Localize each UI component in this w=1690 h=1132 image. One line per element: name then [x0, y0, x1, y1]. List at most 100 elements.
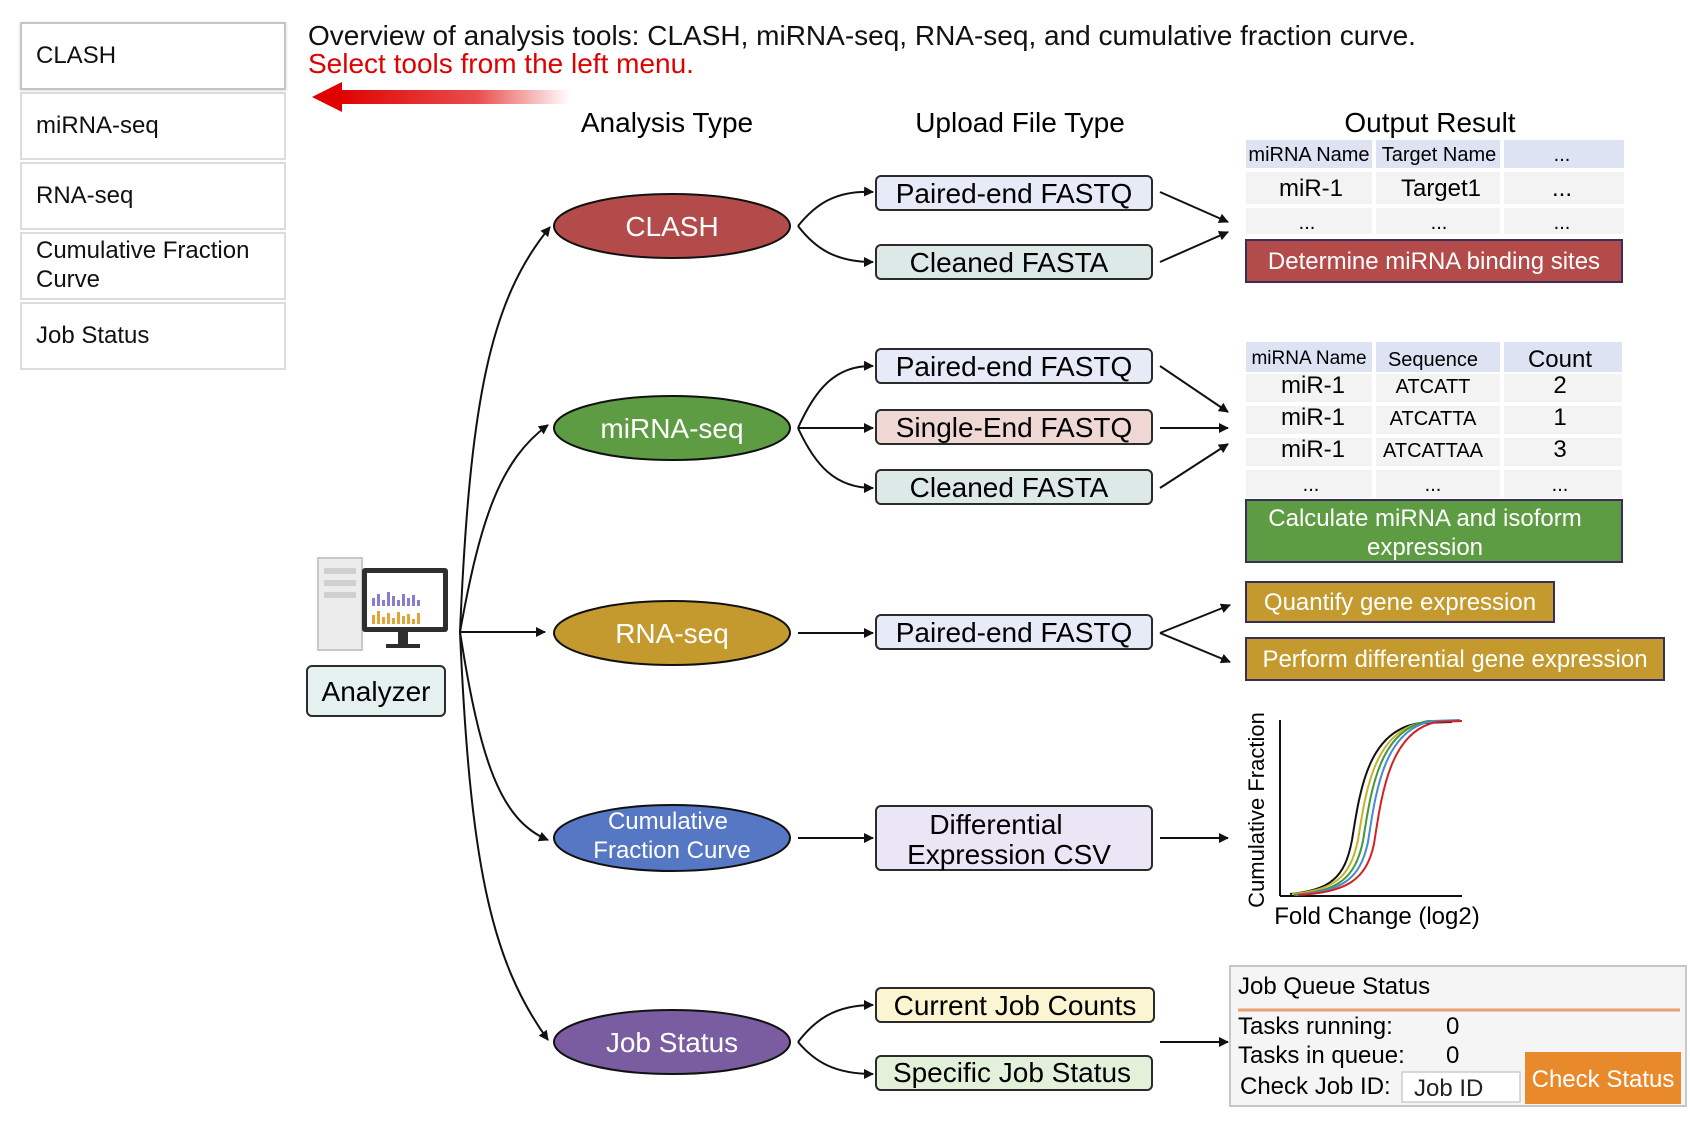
file-clash-cleaned-fasta-label: Cleaned FASTA — [910, 247, 1109, 278]
rnaseq-quantify-bar — [1245, 581, 1555, 623]
analysis-job-node — [553, 1009, 791, 1075]
mini-chart-curve-yellow — [1291, 720, 1456, 895]
file-mirna-single-end-label: Single-End FASTQ — [896, 412, 1133, 443]
file-diff-csv-label-line2: Expression CSV — [907, 839, 1111, 870]
analyzer-box — [306, 665, 446, 717]
analysis-cfc-label-line2: Fraction Curve — [593, 837, 750, 864]
check-status-button-label: Check Status — [1532, 1066, 1675, 1093]
analysis-clash-label: CLASH — [625, 211, 718, 242]
mirna-cell-bg — [1504, 374, 1622, 402]
mirna-cell: miR-1 — [1281, 372, 1345, 399]
mirna-header-cell-bg — [1376, 342, 1500, 372]
mirna-cell: ... — [1303, 474, 1320, 496]
clash-cell-bg — [1376, 208, 1500, 234]
clash-cell: ... — [1299, 212, 1316, 234]
mirna-header-mirna-name: miRNA Name — [1251, 348, 1366, 369]
file-specific-job-status-box — [875, 1055, 1153, 1091]
clash-header-cell-bg — [1376, 140, 1500, 168]
mirna-cell-bg — [1376, 374, 1500, 402]
mini-chart-ylabel: Cumulative Fraction — [1244, 712, 1269, 908]
clash-cell: miR-1 — [1279, 175, 1343, 202]
file-to-output-arrows — [1159, 191, 1231, 1047]
instruction-text: Select tools from the left menu. — [308, 48, 694, 79]
tasks-queue-value: 0 — [1446, 1042, 1459, 1069]
file-mirna-cleaned-fasta-box — [875, 469, 1153, 505]
clash-output-table: miRNA Name Target Name ... miR-1 Target1… — [1246, 140, 1624, 234]
analysis-job-label: Job Status — [606, 1027, 738, 1058]
clash-header-mirna-name: miRNA Name — [1248, 144, 1369, 166]
file-mirna-cleaned-fasta-label: Cleaned FASTA — [910, 472, 1109, 503]
cumulative-fraction-mini-chart: Cumulative Fraction Fold Change (log2) — [1244, 712, 1480, 930]
mirna-caption-bar — [1245, 499, 1623, 563]
mirna-header-cell-bg — [1246, 342, 1372, 372]
tool-menu: CLASH miRNA-seq RNA-seq Cumulative Fract… — [20, 22, 286, 372]
file-diff-csv-box — [875, 805, 1153, 871]
mini-chart-xlabel: Fold Change (log2) — [1274, 903, 1479, 930]
tasks-running-label: Tasks running: — [1238, 1013, 1393, 1040]
tasks-queue-label: Tasks in queue: — [1238, 1042, 1405, 1069]
mirna-output-table: miRNA Name Sequence Count miR-1 ATCATT 2… — [1246, 342, 1622, 498]
column-header-output-result: Output Result — [1344, 107, 1515, 138]
mirna-cell: 1 — [1553, 404, 1566, 431]
mirna-cell-bg — [1376, 406, 1500, 434]
menu-item-clash[interactable]: CLASH — [20, 22, 286, 90]
mini-chart-curve-black — [1289, 721, 1453, 895]
job-id-input[interactable] — [1401, 1071, 1521, 1103]
file-rnaseq-paired-end-box — [875, 614, 1153, 650]
file-current-job-counts-label: Current Job Counts — [894, 990, 1137, 1021]
file-mirna-paired-end-label: Paired-end FASTQ — [896, 351, 1133, 382]
mirna-cell-bg — [1504, 470, 1622, 498]
clash-cell-bg — [1246, 208, 1372, 234]
job-queue-title: Job Queue Status — [1238, 973, 1430, 1000]
column-header-upload-file-type: Upload File Type — [915, 107, 1125, 138]
clash-cell-bg — [1376, 172, 1500, 204]
mini-chart-curve-green — [1293, 720, 1458, 896]
mirna-cell: ATCATT — [1396, 376, 1471, 398]
clash-cell-bg — [1246, 172, 1372, 204]
analysis-cfc-label-line1: Cumulative — [608, 808, 728, 835]
mirna-cell: 2 — [1553, 372, 1566, 399]
mirna-cell: ATCATTA — [1390, 408, 1477, 430]
clash-header-cell-bg — [1504, 140, 1624, 168]
check-status-button[interactable] — [1525, 1052, 1681, 1104]
clash-header-target-name: Target Name — [1382, 144, 1497, 166]
mirna-caption-line2: expression — [1367, 534, 1483, 561]
menu-item-mirna-seq[interactable]: miRNA-seq — [20, 92, 286, 160]
mirna-header-sequence: Sequence — [1388, 349, 1478, 371]
menu-item-rna-seq[interactable]: RNA-seq — [20, 162, 286, 230]
file-rnaseq-paired-end-label: Paired-end FASTQ — [896, 617, 1133, 648]
file-mirna-single-end-box — [875, 409, 1153, 445]
mirna-cell-bg — [1376, 438, 1500, 466]
mirna-cell-bg — [1504, 406, 1622, 434]
clash-cell: ... — [1552, 175, 1572, 202]
mirna-cell: miR-1 — [1281, 404, 1345, 431]
file-clash-paired-end-label: Paired-end FASTQ — [896, 178, 1133, 209]
mirna-cell-bg — [1246, 374, 1372, 402]
mirna-header-count: Count — [1528, 346, 1592, 373]
file-clash-paired-end-box — [875, 175, 1153, 211]
column-header-analysis-type: Analysis Type — [581, 107, 753, 138]
computer-icon — [317, 557, 448, 651]
mirna-caption-line1: Calculate miRNA and isoform — [1268, 505, 1581, 532]
check-job-id-label: Check Job ID: — [1240, 1073, 1391, 1100]
tasks-running-value: 0 — [1446, 1013, 1459, 1040]
mirna-header-cell-bg — [1504, 342, 1622, 372]
menu-item-cumulative-fraction-curve[interactable]: Cumulative Fraction Curve — [20, 232, 286, 300]
menu-item-job-status[interactable]: Job Status — [20, 302, 286, 370]
analyzer-arrows — [459, 226, 551, 1041]
clash-cell: Target1 — [1401, 175, 1481, 202]
rnaseq-differential-bar — [1245, 637, 1665, 681]
file-current-job-counts-box — [875, 987, 1155, 1023]
clash-header-cell-bg — [1246, 140, 1372, 168]
overview-text: Overview of analysis tools: CLASH, miRNA… — [308, 20, 1416, 51]
mirna-cell: 3 — [1553, 436, 1566, 463]
clash-header-more: ... — [1554, 144, 1571, 166]
mirna-cell-bg — [1376, 470, 1500, 498]
analysis-cfc-node — [553, 804, 791, 872]
analysis-mirna-node — [553, 395, 791, 461]
clash-caption: Determine miRNA binding sites — [1268, 248, 1600, 275]
analyzer-label: Analyzer — [322, 676, 431, 707]
mirna-cell-bg — [1246, 470, 1372, 498]
analysis-clash-node — [553, 193, 791, 259]
